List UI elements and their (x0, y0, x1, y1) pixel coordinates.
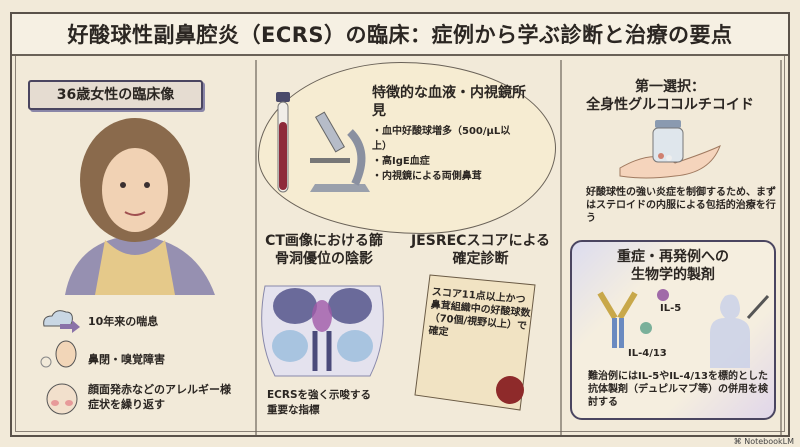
ct-sinus-illustration (261, 285, 384, 377)
il413-label: IL-4/13 (628, 348, 667, 359)
patient-banner: 36歳女性の臨床像 (28, 80, 203, 110)
ct-caption: ECRSを強く示唆する重要な指標 (267, 389, 372, 416)
biologics-title: 重症・再発例への生物学的製剤 (617, 249, 729, 283)
finding-item: ・高IgE血症 (372, 156, 430, 167)
first-line-text: 好酸球性の強い炎症を制御するため、まずはステロイドの内服による包括的治療を行う (586, 187, 776, 224)
biologics-text: 難治例にはIL-5やIL-4/13を標的とした抗体製剤（デュピルマブ等）の併用を… (588, 371, 768, 408)
page-title: 好酸球性副鼻腔炎（ECRS）の臨床：症例から学ぶ診断と治療の要点 (12, 14, 788, 56)
first-line-title: 第一選択：全身性グルココルチコイド (586, 79, 754, 113)
jesrec-criteria: スコア11点以上かつ鼻茸組織中の好酸球数（70個/視野以上）で確定 (428, 286, 531, 339)
ct-title: CT画像における篩骨洞優位の陰影 (265, 233, 383, 267)
finding-item: ・血中好酸球増多（500/μL以上） (372, 126, 511, 152)
woman-portrait-illustration (65, 118, 215, 295)
findings-list: ・血中好酸球増多（500/μL以上） ・高IgE血症 ・内視鏡による両側鼻茸 (372, 124, 522, 184)
symptom-nasal: 鼻閉・嗅覚障害 (88, 353, 165, 366)
antibody-patient-illustration (597, 289, 770, 368)
flushed-face-icon (46, 383, 78, 415)
right-border (780, 60, 782, 435)
face-breath-icon (40, 340, 77, 368)
findings-title: 特徴的な血液・内視鏡所見 (372, 85, 526, 119)
test-tube-microscope-icon (276, 92, 370, 193)
column-divider (560, 60, 562, 435)
symptom-asthma: 10年来の喘息 (88, 315, 159, 328)
jesrec-title: JESRECスコアによる確定診断 (410, 233, 551, 267)
outer-frame (10, 12, 790, 437)
cloud-arrow-icon (43, 310, 80, 333)
findings-bubble (258, 62, 556, 234)
symptom-allergy: 顔面発赤などのアレルギー様症状を繰り返す (88, 383, 231, 411)
column-divider (255, 60, 257, 435)
footer-brand: ⌘ NotebookLM (733, 437, 794, 446)
scroll-illustration (414, 274, 536, 411)
finding-item: ・内視鏡による両側鼻茸 (372, 171, 482, 182)
il5-label: IL-5 (660, 303, 682, 314)
pill-bottle-hand-icon (619, 120, 721, 179)
